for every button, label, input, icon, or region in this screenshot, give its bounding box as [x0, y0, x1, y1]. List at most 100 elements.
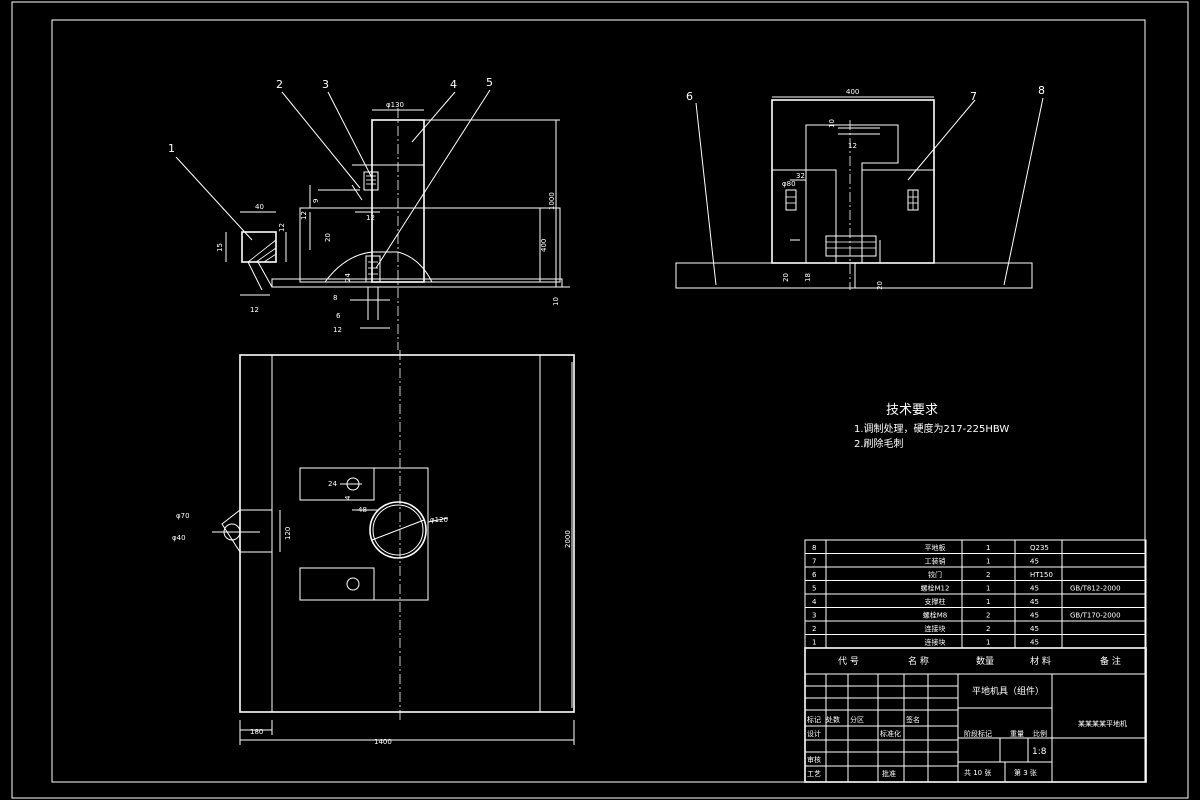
outer-frame	[11, 1, 1189, 799]
leaders-front	[175, 89, 491, 269]
label-7: 7	[970, 90, 977, 103]
tb-part-name: 平地机具（组件）	[972, 685, 1044, 697]
bom-row-5-no: 5	[812, 585, 816, 593]
dim-p70: φ70	[176, 512, 190, 520]
tech-title: 技术要求	[886, 403, 938, 418]
label-8: 8	[1038, 84, 1045, 97]
bom-row-5-mat: 45	[1030, 585, 1039, 593]
bom-row-3-name: 螺栓M8	[923, 611, 948, 620]
dim-p4: 4	[344, 495, 352, 500]
bom-head-no: 代 号	[838, 656, 859, 667]
bom-row-6-no: 6	[812, 571, 817, 579]
dim-r20: 20	[782, 273, 790, 282]
tb-r1d: 签名	[906, 715, 920, 724]
dim-p48: 48	[358, 506, 367, 514]
bom-row-8-no: 8	[812, 544, 816, 552]
label-6: 6	[686, 90, 693, 103]
dim-d6: 6	[336, 312, 341, 320]
dim-r400: 400	[846, 88, 859, 96]
tb-r4a: 工艺	[807, 770, 821, 778]
dim-p120v: 120	[284, 527, 292, 540]
bom-row-1-no: 1	[812, 639, 816, 647]
label-2: 2	[276, 78, 283, 91]
dim-d40a: 40	[255, 203, 264, 211]
tb-r1b: 处数	[826, 715, 840, 724]
bom-row-3-note: GB/T170-2000	[1070, 612, 1121, 620]
bom-row-2-mat: 45	[1030, 625, 1039, 633]
bom-row-2-qty: 2	[986, 625, 990, 633]
dim-r32: 32	[796, 172, 805, 180]
bom-row-3-mat: 45	[1030, 612, 1039, 620]
dim-d12c: 12	[366, 214, 375, 222]
bom-row-3-no: 3	[812, 612, 816, 620]
label-4: 4	[450, 78, 457, 91]
tb-r1a: 标记	[807, 715, 821, 724]
dim-d12a: 12	[278, 223, 286, 232]
title-block	[804, 647, 1147, 783]
bom-row-6-mat: HT150	[1030, 571, 1053, 579]
dim-p1400: 1400	[374, 738, 392, 746]
bom-row-1-mat: 45	[1030, 639, 1039, 647]
dim-d20: 20	[324, 233, 332, 242]
inner-frame	[51, 19, 1146, 783]
bom-head-qty: 数量	[976, 655, 994, 667]
bom-row-7-no: 7	[812, 558, 816, 566]
dim-r12: 12	[848, 142, 857, 150]
bom-row-4-qty: 1	[986, 598, 990, 606]
tb-r1c: 分区	[850, 715, 864, 724]
dim-r20b: 20	[876, 281, 884, 290]
bom-head-note: 备 注	[1100, 655, 1121, 667]
bom-row-8-mat: Q235	[1030, 544, 1049, 552]
side-view	[675, 96, 1033, 290]
dim-d15: 15	[216, 243, 224, 252]
tb-sheet: 第 3 张	[1014, 768, 1037, 777]
dim-d12d: 12	[333, 326, 342, 334]
bom-row-4-mat: 45	[1030, 598, 1039, 606]
dim-d12e: 12	[250, 306, 259, 314]
label-3: 3	[322, 78, 329, 91]
dim-r18: 18	[804, 273, 812, 282]
bom-row-5-qty: 1	[986, 585, 990, 593]
leaders-side	[695, 97, 1044, 286]
dim-p120: φ120	[430, 516, 448, 524]
bom-row-4-name: 支撑柱	[925, 597, 946, 606]
dim-d24: 24	[344, 273, 352, 282]
bom-row-7-name: 工装销	[925, 557, 946, 566]
bom-row-2-no: 2	[812, 625, 816, 633]
tech-line-1: 1.调制处理，硬度为217-225HBW	[854, 422, 1009, 435]
dim-d8: 8	[333, 294, 337, 302]
bom-row-2-name: 连接块	[925, 624, 946, 633]
tb-r4b: 批准	[882, 769, 896, 778]
tech-line-2: 2.刷除毛刺	[854, 437, 904, 450]
bom-row-3-qty: 2	[986, 612, 990, 620]
tb-ratio-lbl: 比例	[1033, 729, 1047, 738]
label-5: 5	[486, 76, 493, 89]
dim-r10: 10	[828, 119, 836, 128]
bom-row-4-no: 4	[812, 598, 817, 606]
tb-sheets: 共 10 张	[964, 768, 991, 777]
bom-row-7-qty: 1	[986, 558, 990, 566]
label-1: 1	[168, 142, 175, 155]
tb-r2b: 标准化	[880, 729, 901, 738]
bom-row-7-mat: 45	[1030, 558, 1039, 566]
bom-row-6-qty: 2	[986, 571, 990, 579]
bom-row-6-name: 铰门	[928, 570, 942, 579]
tb-r3a: 审核	[807, 755, 821, 764]
tb-weight: 重量	[1010, 730, 1024, 738]
bom-head-name: 名 称	[908, 655, 929, 667]
bom-row-1-name: 连接块	[925, 638, 946, 647]
tb-stage: 阶段标记	[964, 729, 992, 738]
tb-ratio: 1:8	[1032, 747, 1047, 757]
dim-p24: 24	[328, 480, 337, 488]
bom-row-5-note: GB/T812-2000	[1070, 585, 1121, 593]
dim-d12b: 12	[300, 211, 308, 220]
dim-p180: 180	[250, 728, 263, 736]
top-view	[212, 350, 575, 745]
dim-d130: φ130	[386, 101, 404, 109]
dim-p2000: 2000	[564, 530, 572, 548]
dim-d400: 400	[540, 239, 548, 252]
tb-r2a: 设计	[807, 729, 821, 738]
bom-head-mat: 材 料	[1030, 655, 1051, 667]
